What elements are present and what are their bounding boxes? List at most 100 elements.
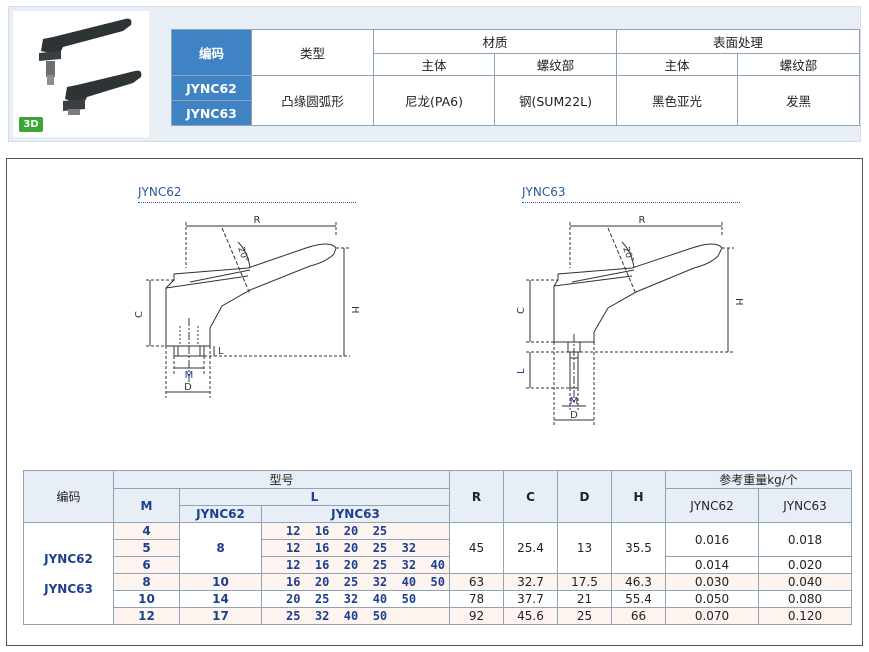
dim-cell-l63: 16 20 25 32 40 50 <box>261 573 450 591</box>
table-row: 12 17 25 32 40 50 92 45.6 25 66 0.070 0.… <box>24 607 852 625</box>
dim-cell-w62: 0.014 <box>665 556 759 574</box>
dim-cell-w62: 0.070 <box>665 607 759 625</box>
dim-cell-l63: 20 25 32 40 50 <box>261 590 450 608</box>
spec-material-thread-value: 钢(SUM22L) <box>493 75 618 126</box>
dim-header-l-62: JYNC62 <box>179 505 262 523</box>
spec-code-jync63: JYNC63 <box>171 100 252 126</box>
spec-surface-body-header: 主体 <box>616 53 739 76</box>
dim-cell-w63: 0.020 <box>758 556 852 574</box>
dim-cell-w62: 0.030 <box>665 573 759 591</box>
3d-badge[interactable]: 3D <box>19 117 43 132</box>
dim-cell-m: 5 <box>113 539 180 557</box>
product-image: 3D <box>13 11 149 137</box>
drawing-title-jync63: JYNC63 <box>522 185 566 199</box>
dim-cell-w62: 0.016 <box>665 522 759 557</box>
spec-type-header: 类型 <box>251 29 374 76</box>
product-render-illustration <box>39 18 142 115</box>
dim-cell-l63: 12 16 20 25 32 <box>261 539 450 557</box>
dim-label-c-62: C <box>134 311 145 318</box>
dim-header-m: M <box>113 488 180 523</box>
dim-label-c-63: C <box>516 307 527 314</box>
dim-cell-r: 78 <box>449 590 504 608</box>
dim-label-r-62: R <box>254 215 261 226</box>
dim-cell-l62: 10 <box>179 573 262 591</box>
dim-cell-m: 12 <box>113 607 180 625</box>
spec-surface-header: 表面处理 <box>616 29 861 54</box>
dim-cell-r: 63 <box>449 573 504 591</box>
dim-header-code: 编码 <box>23 470 114 523</box>
dim-cell-w62: 0.050 <box>665 590 759 608</box>
dim-label-m-62: M <box>185 370 194 381</box>
dim-label-l-62: L <box>218 346 224 357</box>
dim-cell-l63: 12 16 20 25 32 40 <box>261 556 450 574</box>
table-row: 6 12 16 20 25 32 40 0.014 0.020 <box>24 556 852 574</box>
dim-cell-d: 13 <box>557 522 612 574</box>
dim-cell-l63: 12 16 20 25 <box>261 522 450 540</box>
spec-code-header: 编码 <box>171 29 252 76</box>
dim-cell-c: 25.4 <box>503 522 558 574</box>
drawing-jync62: R 20° H C L M D <box>134 215 360 398</box>
dim-cell-w63: 0.080 <box>758 590 852 608</box>
dim-cell-h: 35.5 <box>611 522 666 574</box>
dim-cell-h: 66 <box>611 607 666 625</box>
spec-surface-thread-value: 发黑 <box>737 75 861 126</box>
dim-cell-d: 21 <box>557 590 612 608</box>
dim-header-model: 型号 <box>113 470 450 489</box>
dim-label-d-63: D <box>570 410 578 421</box>
drawing-title-underline-63 <box>522 202 740 203</box>
dim-header-l: L <box>179 488 450 506</box>
dim-cell-d: 25 <box>557 607 612 625</box>
dim-code-cell: JYNC62 JYNC63 <box>23 522 114 625</box>
dim-cell-m: 4 <box>113 522 180 540</box>
spec-material-body-header: 主体 <box>373 53 495 76</box>
spec-type-value: 凸缘圆弧形 <box>251 75 374 126</box>
dim-cell-c: 32.7 <box>503 573 558 591</box>
dim-label-h-63: H <box>733 298 744 306</box>
dim-code-jync63: JYNC63 <box>44 581 93 596</box>
dim-cell-c: 37.7 <box>503 590 558 608</box>
drawing-title-underline-62 <box>138 202 356 203</box>
material-spec-table: 编码 类型 材质 表面处理 主体 螺纹部 主体 螺纹部 JYNC62 凸缘圆弧形… <box>171 29 861 126</box>
table-row: 5 12 16 20 25 32 <box>24 539 852 557</box>
dim-header-weight-62: JYNC62 <box>665 488 759 523</box>
dim-label-d-62: D <box>184 382 192 393</box>
dim-cell-m: 10 <box>113 590 180 608</box>
table-row: 10 14 20 25 32 40 50 78 37.7 21 55.4 0.0… <box>24 590 852 608</box>
spec-material-header: 材质 <box>372 29 618 54</box>
drawing-title-jync62: JYNC62 <box>138 185 182 199</box>
dim-cell-l62: 14 <box>179 590 262 608</box>
dim-header-weight: 参考重量kg/个 <box>665 470 852 489</box>
dim-cell-l62: 17 <box>179 607 262 625</box>
dim-label-r-63: R <box>639 215 646 226</box>
spec-material-thread-header: 螺纹部 <box>493 53 618 76</box>
dim-cell-h: 46.3 <box>611 573 666 591</box>
dim-code-jync62: JYNC62 <box>44 551 93 566</box>
spec-surface-body-value: 黑色亚光 <box>616 75 739 126</box>
dim-label-h-62: H <box>349 306 360 314</box>
dim-cell-w63: 0.120 <box>758 607 852 625</box>
dim-cell-l62: 8 <box>179 522 262 574</box>
dim-header-h: H <box>611 470 666 523</box>
dim-cell-d: 17.5 <box>557 573 612 591</box>
dim-label-l-63: L <box>516 368 527 374</box>
dim-header-l-63: JYNC63 <box>261 505 450 523</box>
product-header-panel: 3D 编码 类型 材质 表面处理 主体 螺纹部 主体 螺纹部 JYNC62 凸缘… <box>8 6 861 142</box>
dim-cell-c: 45.6 <box>503 607 558 625</box>
dim-cell-m: 6 <box>113 556 180 574</box>
dim-label-angle-62: 20° <box>235 246 250 264</box>
dim-header-c: C <box>503 470 558 523</box>
dim-cell-w63: 0.040 <box>758 573 852 591</box>
drawing-jync63: R 20° H C L M D <box>516 215 744 426</box>
dim-header-d: D <box>557 470 612 523</box>
dim-cell-r: 45 <box>449 522 504 574</box>
dim-header-weight-63: JYNC63 <box>758 488 852 523</box>
spec-surface-thread-header: 螺纹部 <box>737 53 861 76</box>
dim-cell-r: 92 <box>449 607 504 625</box>
dimension-table: 编码 型号 R C D H 参考重量kg/个 M L JYNC62 JYNC63… <box>23 470 852 625</box>
dim-header-r: R <box>449 470 504 523</box>
dim-cell-w63: 0.018 <box>758 522 852 557</box>
dim-cell-h: 55.4 <box>611 590 666 608</box>
dim-cell-m: 8 <box>113 573 180 591</box>
dim-label-m-63: M <box>570 396 579 407</box>
table-row: JYNC62 JYNC63 4 8 12 16 20 25 45 25.4 13… <box>23 522 852 625</box>
